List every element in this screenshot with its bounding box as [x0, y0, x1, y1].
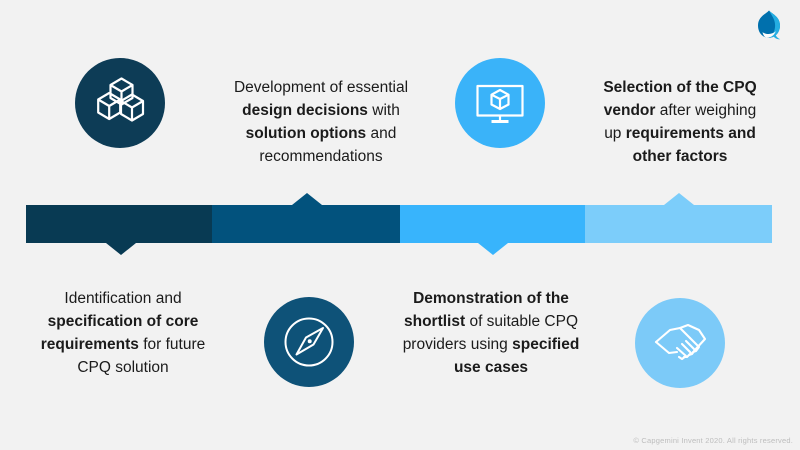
timeline-bar [26, 205, 772, 243]
timeline-segment-1 [26, 205, 212, 243]
text-line: requirements for future [40, 336, 206, 353]
logo-spade-light [769, 10, 780, 38]
phase-1-icon-circle [75, 58, 165, 148]
text-line: use cases [453, 359, 529, 376]
arrow-triangle [106, 243, 136, 255]
phase-3-description: Demonstration of the shortlist of suitabl… [396, 287, 586, 379]
text-line: CPQ solution [77, 359, 169, 376]
text-line: solution options and [245, 125, 397, 142]
arrow-triangle [478, 243, 508, 255]
phase-2-description: Development of essential design decisions… [211, 76, 431, 168]
phase-4-arrow-up-icon [664, 193, 694, 205]
logo-swoosh [762, 31, 776, 38]
text-line: recommendations [259, 148, 383, 165]
text-line: providers using specified [402, 336, 580, 353]
phase-2-icon-circle [264, 297, 354, 387]
compass-icon [284, 317, 334, 367]
text-line: design decisions with [242, 102, 400, 119]
cubes-icon [97, 77, 145, 122]
phase-3-arrow-down-icon [478, 243, 508, 255]
timeline-segment-3 [400, 205, 585, 243]
text-line: Demonstration of the [413, 290, 569, 307]
phase-4-icon-circle [635, 298, 725, 388]
text-line: up requirements and [604, 125, 756, 142]
arrow-triangle [292, 193, 322, 205]
capgemini-logo-icon [758, 10, 781, 40]
copyright-text: © Capgemini Invent 2020. All rights rese… [633, 436, 793, 445]
handshake-icon [654, 323, 707, 361]
text-line: other factors [632, 148, 728, 165]
icon-circle-bg [635, 298, 725, 388]
logo-tail [773, 34, 781, 40]
arrow-triangle [664, 193, 694, 205]
timeline-segment-4 [585, 205, 772, 243]
text-line: vendor after weighing [603, 102, 757, 119]
phase-2-arrow-up-icon [292, 193, 322, 205]
monitor-cube-icon [476, 84, 524, 123]
text-line: specification of core [47, 313, 199, 330]
text-line: Identification and [64, 290, 182, 307]
timeline-segment-2 [212, 205, 400, 243]
text-line: Selection of the CPQ [603, 79, 757, 96]
phase-3-icon-circle [455, 58, 545, 148]
text-line: Development of essential [233, 79, 409, 96]
phase-1-description: Identification and specification of core r… [28, 287, 218, 379]
phase-4-description: Selection of the CPQ vendor after weighin… [586, 76, 774, 168]
text-line: shortlist of suitable CPQ [403, 313, 578, 330]
phase-1-arrow-down-icon [106, 243, 136, 255]
